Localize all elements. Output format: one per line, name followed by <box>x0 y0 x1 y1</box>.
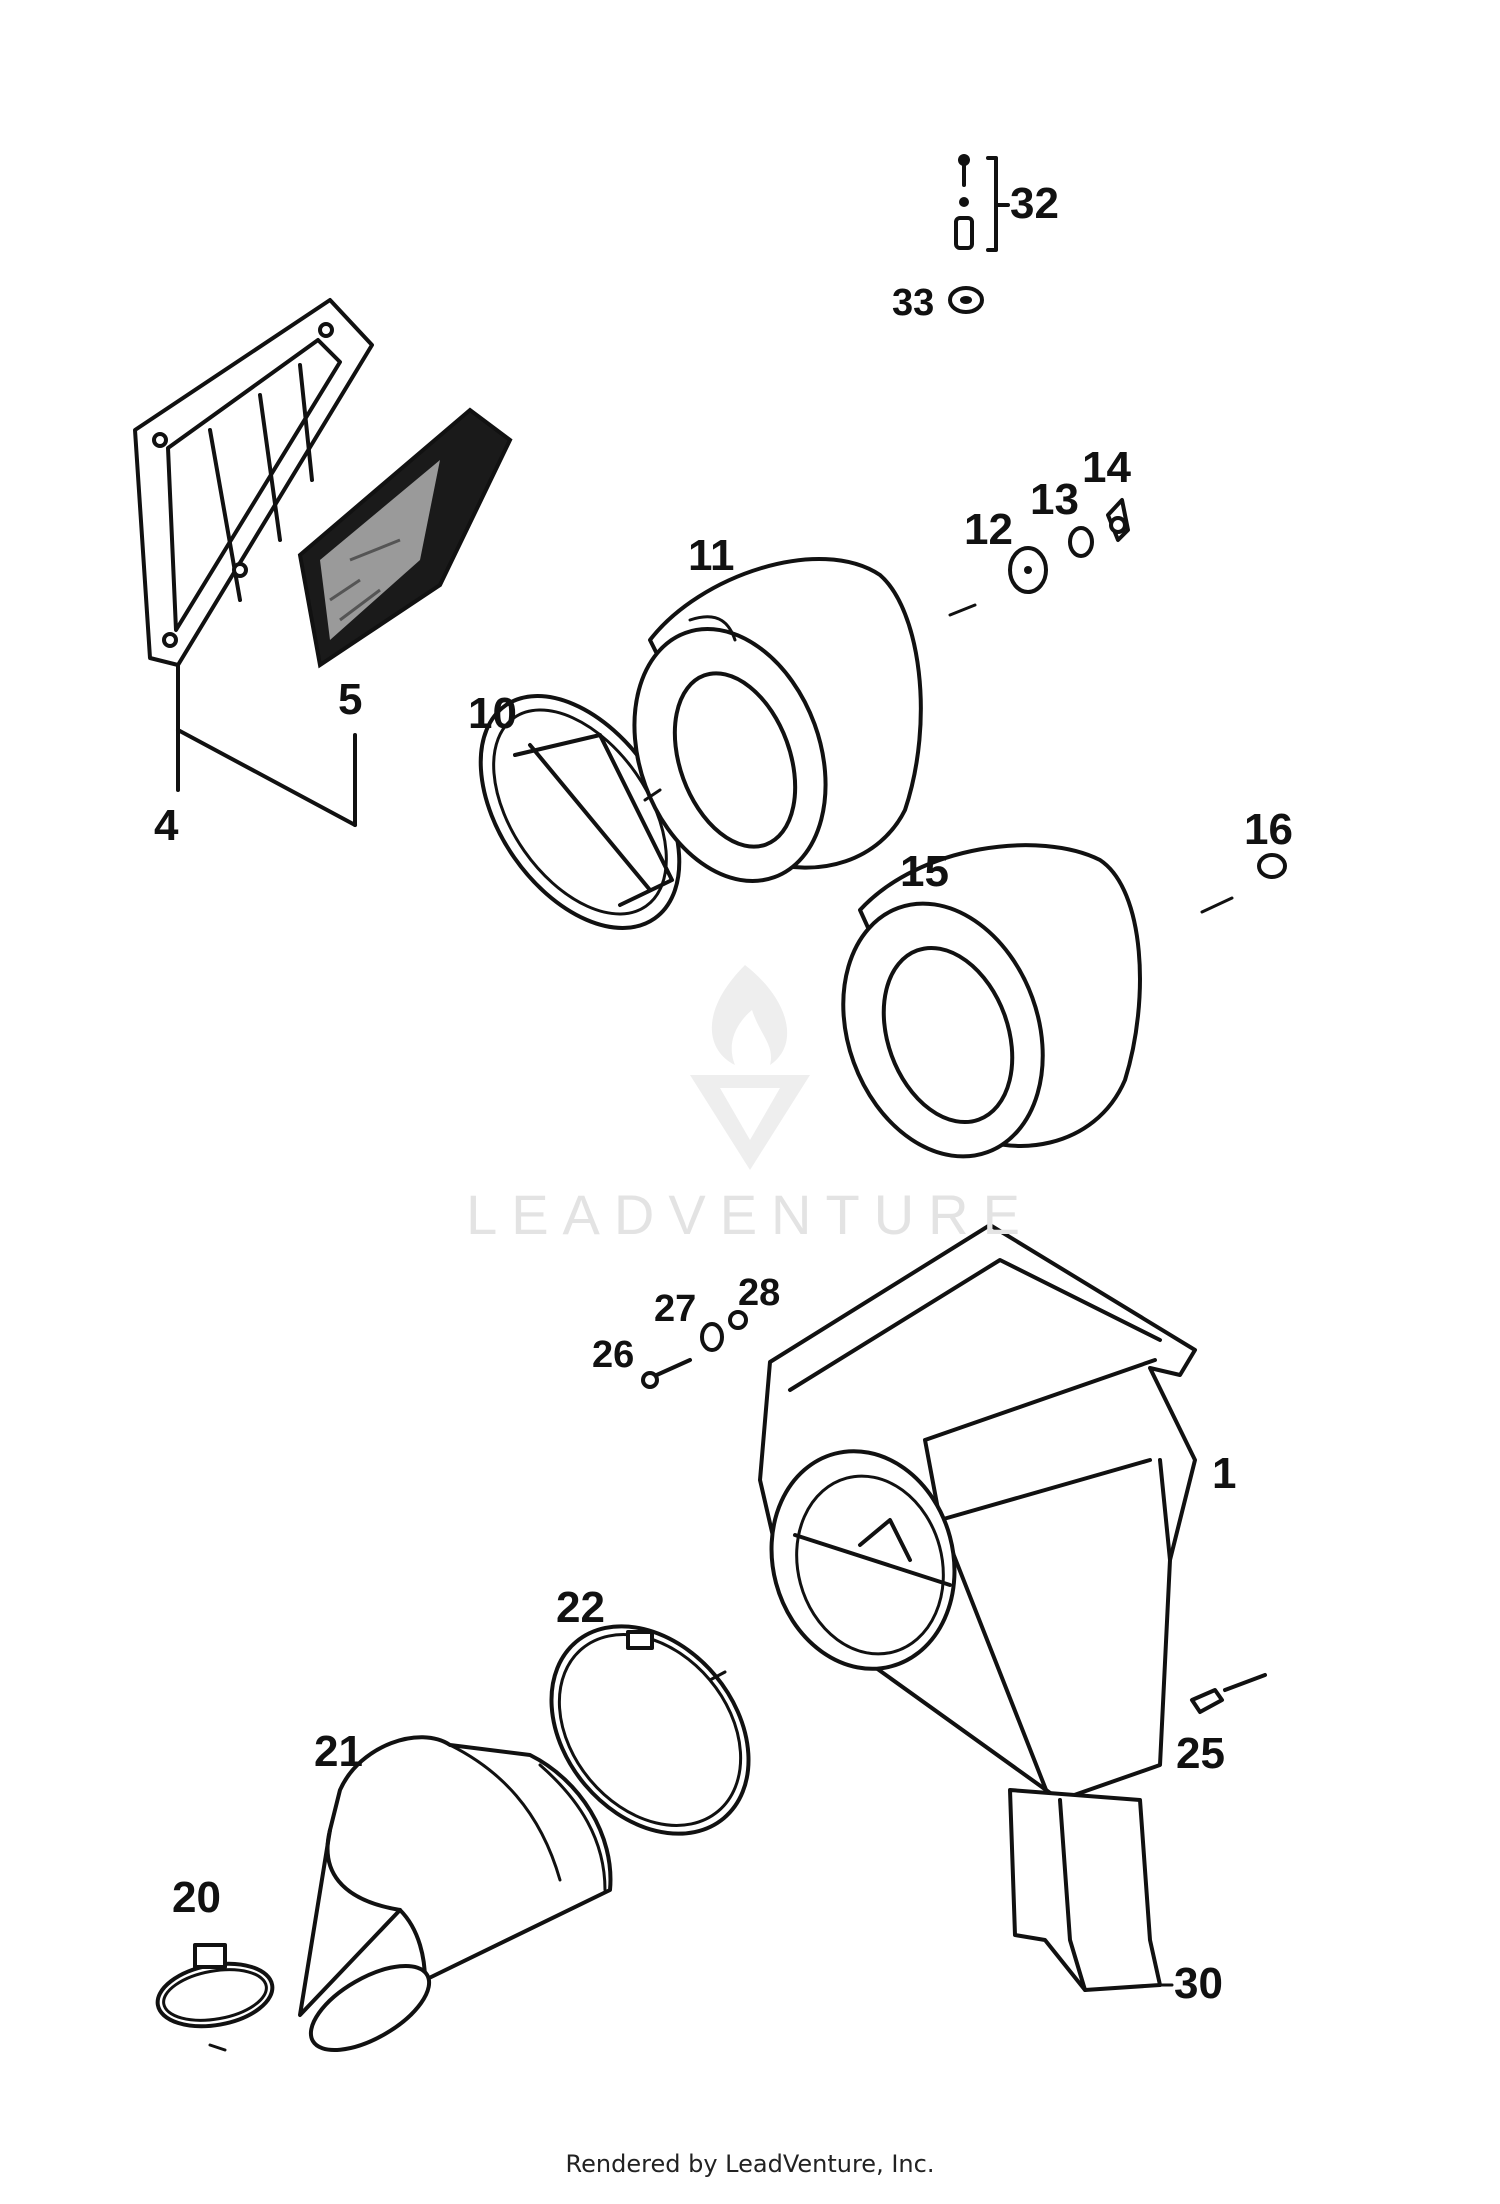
part-13-washer <box>1068 526 1094 558</box>
part-label-13: 13 <box>1030 475 1079 524</box>
part-label-20: 20 <box>172 1873 221 1922</box>
part-label-16: 16 <box>1244 805 1293 854</box>
watermark-logo <box>690 965 810 1170</box>
part-5-filter-element <box>297 407 513 669</box>
part-label-26: 26 <box>592 1334 635 1376</box>
callout-line-16 <box>1200 896 1234 914</box>
footer-credit: Rendered by LeadVenture, Inc. <box>565 2150 935 2178</box>
part-28-nut <box>728 1310 748 1330</box>
watermark-text: LEADVENTURE <box>466 1183 1034 1246</box>
part-27-washer <box>700 1322 724 1352</box>
part-33-grommet <box>948 286 984 314</box>
part-label-25: 25 <box>1176 1729 1225 1778</box>
part-label-27: 27 <box>654 1288 697 1330</box>
part-26-screw <box>641 1358 692 1389</box>
part-32-fastener-set <box>954 154 1010 252</box>
part-21-intake-boot <box>298 1735 613 2052</box>
part-label-33: 33 <box>892 282 935 324</box>
callout-lines-4-5 <box>176 663 357 827</box>
part-14-wing-nut <box>1106 498 1130 542</box>
part-label-30: 30 <box>1174 1959 1223 2008</box>
part-4-filter-cage <box>133 298 374 667</box>
part-10-filter-plate <box>478 694 682 930</box>
part-label-10: 10 <box>468 689 517 738</box>
part-label-1: 1 <box>1212 1449 1237 1498</box>
part-label-12: 12 <box>964 505 1013 554</box>
part-16-nut <box>1257 853 1287 879</box>
part-22-hose-clamp <box>549 1624 751 1836</box>
part-20-hose-clamp <box>155 1943 275 2052</box>
part-label-21: 21 <box>314 1727 363 1776</box>
part-label-32: 32 <box>1010 179 1059 228</box>
part-25-bolt <box>1190 1673 1267 1714</box>
part-15-filter-foam <box>841 843 1142 1159</box>
part-label-22: 22 <box>556 1583 605 1632</box>
part-label-11: 11 <box>688 531 735 580</box>
part-12-washer <box>1008 546 1048 594</box>
part-label-5: 5 <box>338 675 363 724</box>
part-label-14: 14 <box>1082 443 1131 492</box>
part-label-4: 4 <box>154 801 179 850</box>
part-1-airbox-housing <box>758 1223 1197 1802</box>
part-label-28: 28 <box>738 1272 781 1314</box>
part-label-15: 15 <box>900 847 949 896</box>
callout-line-12 <box>948 603 977 617</box>
part-30-intake-snorkel <box>1008 1788 1174 1992</box>
part-11-filter-foam <box>632 557 923 883</box>
